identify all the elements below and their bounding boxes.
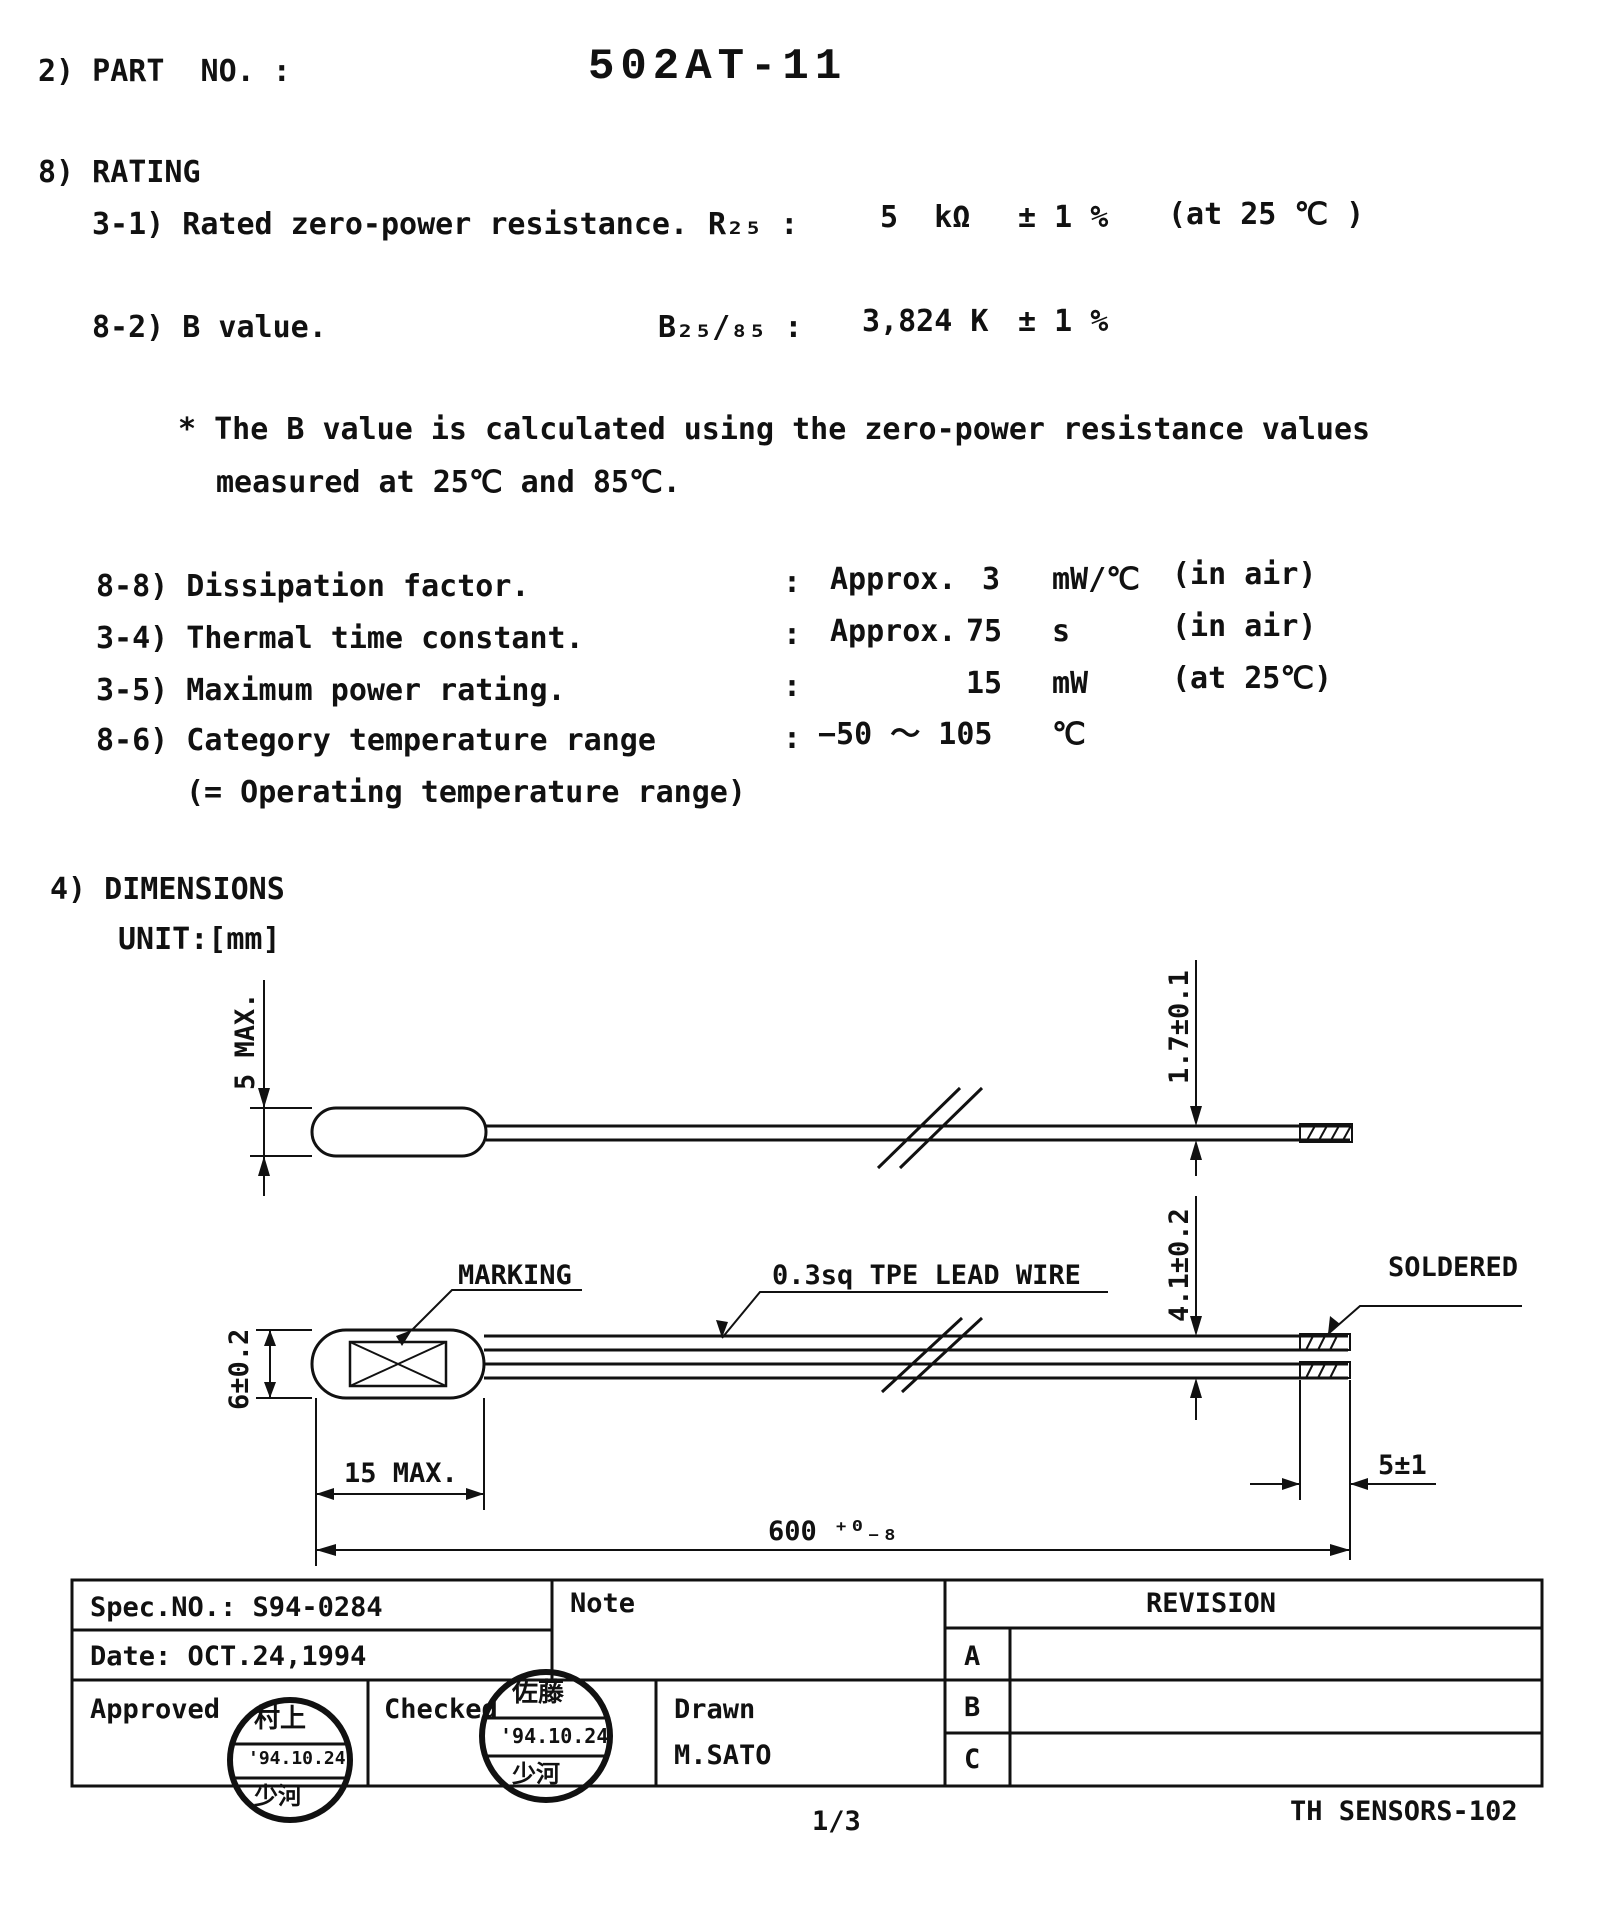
stamp2-bottom: 少河 — [512, 1760, 560, 1788]
revision-row-b: B — [964, 1692, 981, 1723]
b-value-note-line1: * The B value is calculated using the ze… — [178, 412, 1371, 447]
stamp2-top: 佐藤 — [512, 1678, 565, 1708]
row-colon: : — [783, 565, 802, 600]
dim-4-1: 4.1±0.2 — [1164, 1208, 1195, 1322]
row-colon: : — [783, 669, 802, 704]
document-number: TH SENSORS-102 — [1290, 1796, 1518, 1827]
stamp1-top: 村上 — [254, 1704, 307, 1734]
dissipation-label: 8-8) Dissipation factor. — [96, 569, 530, 604]
row-value: 75 — [966, 614, 1003, 649]
row-approx: Approx. — [830, 614, 957, 649]
rated-resistance-symbol: R₂₅ : — [708, 207, 799, 242]
part-number: 502AT-11 — [588, 42, 848, 92]
row-unit: mW — [1052, 666, 1089, 701]
thermistor-body-side — [310, 1106, 488, 1158]
marking-leader — [411, 1289, 582, 1331]
solder-tip-side — [1299, 1123, 1353, 1143]
row-value: −50 〜 105 — [818, 717, 993, 752]
note-label: Note — [570, 1588, 636, 1619]
dimensions-heading: 4) DIMENSIONS — [50, 872, 285, 907]
dim-600: 600 ⁺⁰₋₈ — [768, 1516, 899, 1547]
unit-label: UNIT:[mm] — [118, 922, 281, 957]
row-value: 3 — [982, 562, 1001, 597]
rating-heading: 8) RATING — [38, 155, 201, 190]
page-number: 1/3 — [812, 1806, 861, 1837]
row-condition: (in air) — [1172, 609, 1317, 644]
marking-label: MARKING — [458, 1260, 572, 1291]
side-view — [250, 960, 1353, 1196]
stamp1-date: '94.10.24 — [248, 1748, 346, 1769]
spec-date: Date: OCT.24,1994 — [90, 1641, 367, 1672]
revision-row-c: C — [964, 1744, 981, 1775]
spec-number: Spec.NO.: S94-0284 — [90, 1592, 383, 1623]
approval-stamp-1 — [227, 1697, 353, 1823]
rated-resistance-condition: (at 25 ℃ ) — [1168, 197, 1365, 232]
revision-row-a: A — [964, 1641, 981, 1672]
marking-area — [348, 1340, 448, 1388]
dim-1-7: 1.7±0.1 — [1164, 970, 1195, 1084]
b-value-label: 8-2) B value. — [92, 310, 327, 345]
break-mark — [900, 1316, 984, 1394]
b-value: 3,824 K — [862, 304, 989, 339]
soldered-label: SOLDERED — [1388, 1252, 1519, 1283]
lead-wire-label: 0.3sq TPE LEAD WIRE — [772, 1260, 1081, 1291]
dim-5-1: 5±1 — [1378, 1450, 1427, 1481]
checked-label: Checked — [384, 1694, 498, 1725]
approval-stamp-2 — [479, 1669, 613, 1803]
lead-wire-leader — [721, 1291, 1108, 1339]
approved-label: Approved — [90, 1694, 221, 1725]
rated-resistance-value: 5 kΩ — [880, 200, 971, 235]
thermal-time-label: 3-4) Thermal time constant. — [96, 621, 584, 656]
b-value-symbol: B₂₅/₈₅ : — [658, 310, 803, 345]
top-view — [256, 1196, 1522, 1566]
operating-range-note: (= Operating temperature range) — [186, 775, 746, 810]
row-unit: s — [1052, 614, 1071, 649]
row-colon: : — [783, 617, 802, 652]
row-colon: : — [783, 721, 802, 756]
row-unit: ℃ — [1052, 717, 1086, 752]
stamp1-bottom: 少河 — [254, 1782, 302, 1810]
drawn-by: M.SATO — [674, 1740, 772, 1771]
max-power-label: 3-5) Maximum power rating. — [96, 673, 566, 708]
break-mark — [880, 1316, 964, 1394]
stamp2-date: '94.10.24 — [500, 1724, 609, 1748]
row-approx: Approx. — [830, 562, 957, 597]
b-value-note-line2: measured at 25℃ and 85℃. — [216, 465, 681, 500]
row-condition: (at 25℃) — [1172, 661, 1333, 696]
row-condition: (in air) — [1172, 557, 1317, 592]
dim-5-max: 5 MAX. — [230, 992, 261, 1090]
dim-6: 6±0.2 — [224, 1328, 255, 1410]
break-mark — [898, 1086, 984, 1170]
part-no-label: 2) PART NO. : — [38, 54, 291, 89]
break-mark — [876, 1086, 962, 1170]
dim-15-max: 15 MAX. — [344, 1458, 458, 1489]
temp-range-label: 8-6) Category temperature range — [96, 723, 656, 758]
title-block-grid — [70, 1578, 1544, 1788]
revision-header: REVISION — [1146, 1588, 1277, 1619]
row-value: 15 — [966, 666, 1003, 701]
soldered-leader — [1327, 1305, 1522, 1335]
rated-resistance-tolerance: ± 1 % — [1018, 200, 1109, 235]
row-unit: mW/℃ — [1052, 562, 1140, 597]
b-value-tolerance: ± 1 % — [1018, 304, 1109, 339]
drawn-label: Drawn — [674, 1694, 756, 1725]
rated-resistance-label: 3-1) Rated zero-power resistance. — [92, 207, 689, 242]
